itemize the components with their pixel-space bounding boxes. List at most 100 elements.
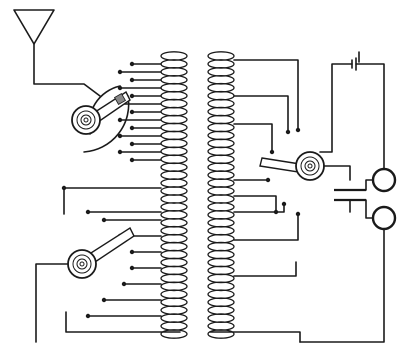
contact-point (295, 127, 301, 133)
coil-turn (160, 186, 188, 196)
return-lead (299, 228, 385, 343)
tap-lead (233, 261, 297, 277)
coil-turn (207, 82, 235, 93)
switch-arm (259, 157, 301, 173)
coil-turn (207, 265, 235, 276)
coil-turn (207, 241, 235, 252)
coil-turn (207, 257, 235, 268)
coil-turn (207, 162, 235, 173)
coil-turn (207, 210, 235, 220)
coil-turn (160, 138, 188, 149)
coil-turn (207, 233, 235, 244)
coil-turn (160, 154, 188, 165)
switch-knob (295, 151, 325, 181)
secondary-bottom-lead (209, 331, 301, 343)
coil-turn (160, 210, 188, 220)
coil-turn (160, 233, 188, 244)
coil-turn (160, 265, 188, 276)
coil-turn (207, 329, 235, 339)
coil-turn (160, 130, 188, 141)
contact-point (265, 177, 271, 183)
coil-turn (207, 297, 235, 308)
coil-turn (160, 321, 188, 331)
lower-tap-switch (35, 226, 135, 343)
coil-turn (207, 170, 235, 180)
coil-turn (207, 178, 235, 188)
coil-turn (160, 59, 188, 69)
coil-turn (160, 146, 188, 157)
coil-turn (207, 186, 235, 196)
coil-turn (207, 289, 235, 300)
coil-turn (207, 217, 235, 228)
primary-bottom-lead (65, 311, 181, 333)
coil-turn (160, 202, 188, 212)
coil-turn (160, 329, 188, 339)
coil-turn (207, 106, 235, 117)
coil-turn (160, 82, 188, 93)
contact-point (85, 313, 91, 319)
coil-turn (160, 194, 188, 204)
tap-lead (233, 213, 299, 241)
coil-turn (207, 313, 235, 323)
detector-lead (319, 63, 353, 153)
coil-turn (207, 74, 235, 85)
ground-lead (35, 263, 69, 343)
contact-point (281, 201, 287, 207)
contact-point (285, 129, 291, 135)
coil-turn (207, 90, 235, 101)
coil-turn (207, 146, 235, 157)
contact-point (101, 217, 107, 223)
secondary-coil (207, 51, 235, 339)
coil-turn (160, 170, 188, 180)
contact-point (129, 157, 135, 163)
coil-turn (207, 194, 235, 204)
secondary-tap-leads (233, 59, 299, 277)
coil-turn (207, 67, 235, 77)
coil-turn (160, 122, 188, 133)
coil-turn (160, 90, 188, 101)
contact-point (121, 281, 127, 287)
coil-turn (160, 305, 188, 316)
coil-turn (207, 273, 235, 284)
switch-arc-outer (83, 95, 130, 153)
coil-turn (160, 178, 188, 188)
contact-point (117, 133, 123, 139)
contact-point (101, 297, 107, 303)
coil-turn (207, 138, 235, 149)
contact-point (129, 77, 135, 83)
detector-circuit (299, 51, 397, 343)
coil-turn (160, 162, 188, 173)
contact-point (269, 149, 275, 155)
coil-turn (160, 106, 188, 117)
switch-contact-shoe (113, 92, 127, 106)
coil-turn (207, 154, 235, 165)
contact-point (129, 109, 135, 115)
coil-turn (207, 202, 235, 212)
contact-point (129, 61, 135, 67)
tap-lead (233, 123, 273, 153)
tap-lead (233, 59, 299, 131)
contact-point (129, 265, 135, 271)
coil-turn (160, 114, 188, 125)
coil-turn (160, 273, 188, 284)
contact-point (117, 117, 123, 123)
contact-point (117, 149, 123, 155)
contact-point (129, 249, 135, 255)
contact-point (295, 211, 301, 217)
primary-tap-leads (63, 63, 162, 317)
primary-coil (160, 51, 188, 339)
coil-turn (207, 59, 235, 69)
coil-turn (160, 225, 188, 236)
coil-turn (207, 249, 235, 260)
tap-lead (233, 95, 289, 133)
telephone-receiver-top (371, 167, 397, 193)
contact-point (129, 93, 135, 99)
switch-knob (67, 249, 97, 279)
coil-turn (207, 225, 235, 236)
coil-turn (160, 289, 188, 300)
contact-point (117, 69, 123, 75)
coil-turn (207, 130, 235, 141)
coil-turn (207, 98, 235, 109)
coil-turn (160, 241, 188, 252)
